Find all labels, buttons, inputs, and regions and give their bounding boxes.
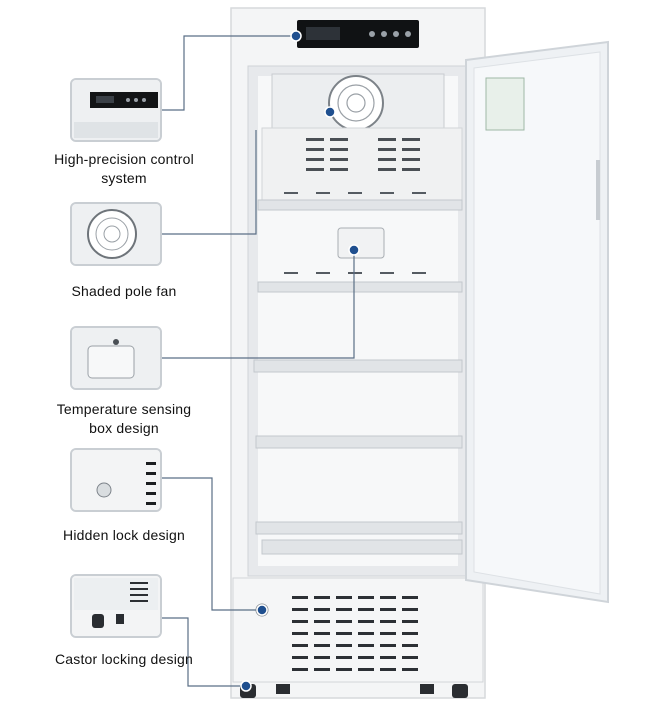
thumb-control-system — [70, 78, 162, 142]
callout-dot-lock — [256, 604, 268, 616]
shelves — [253, 199, 463, 555]
callout-dot-castor — [240, 680, 252, 692]
thumb-sensor — [70, 326, 162, 390]
caption-lock: Hidden lock design — [63, 527, 185, 543]
vent-grille — [292, 596, 418, 671]
caption-sensor: Temperature sensing box design — [56, 401, 192, 436]
fan-icon — [87, 209, 137, 259]
callout-dot-control — [290, 30, 302, 42]
sensor-icon — [87, 345, 135, 379]
sensor-box-in-cabinet — [337, 227, 385, 259]
caption-castor: Castor locking design — [54, 651, 194, 667]
fan-in-cabinet — [328, 75, 384, 131]
callout-dot-fan — [324, 106, 336, 118]
thumb-lock — [70, 448, 162, 512]
caption-control-system: High-precision control system — [54, 151, 194, 186]
machine-compartment — [232, 577, 484, 683]
lock-icon — [96, 482, 112, 498]
thumb-castor — [70, 574, 162, 638]
caption-fan: Shaded pole fan — [71, 283, 177, 299]
callout-dot-sensor — [348, 244, 360, 256]
thumb-fan — [70, 202, 162, 266]
castor-icon — [92, 614, 104, 628]
door-label — [485, 77, 525, 131]
